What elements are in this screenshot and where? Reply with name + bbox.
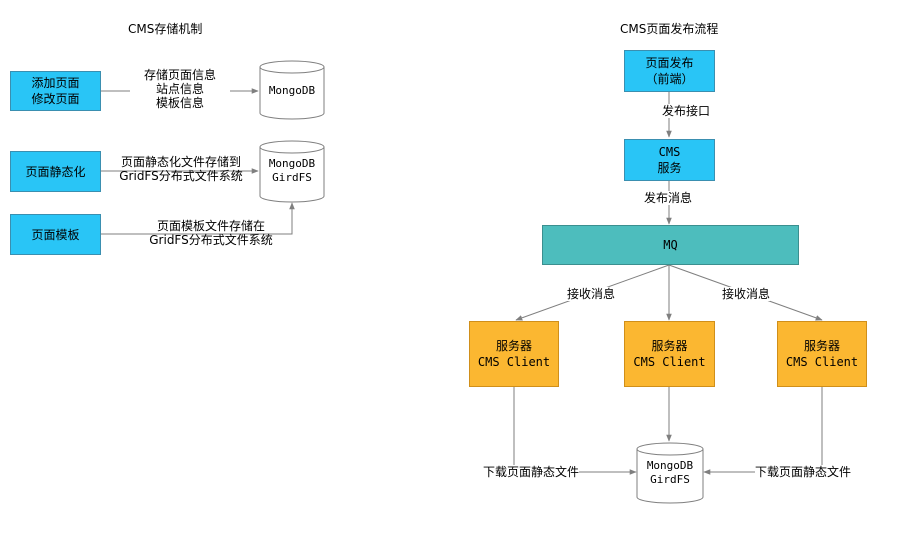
download-label-right: 下载页面静态文件 (755, 465, 852, 479)
arrow-client-right-to-db (703, 387, 823, 475)
gridfs-cylinder-left (259, 140, 325, 203)
store-static-label: 页面静态化文件存储到 GridFS分布式文件系统 (119, 155, 243, 183)
cms-client-box-mid: 服务器 CMS Client (624, 321, 715, 387)
gridfs-label-right: MongoDB GirdFS (646, 459, 694, 486)
mongodb-cylinder (259, 60, 325, 120)
page-template-box: 页面模板 (10, 214, 101, 255)
add-page-label: 添加页面 (31, 76, 80, 90)
gridfs-label-left: MongoDB GirdFS (268, 157, 316, 184)
add-modify-page-box: 添加页面 修改页面 (10, 71, 101, 111)
cms-client-box-left: 服务器 CMS Client (469, 321, 559, 387)
cms-client-box-right: 服务器 CMS Client (777, 321, 867, 387)
page-publish-box: 页面发布 （前端） (624, 50, 715, 92)
store-template-label: 页面模板文件存储在 GridFS分布式文件系统 (149, 219, 273, 247)
gridfs-cylinder-right (636, 442, 704, 504)
receive-msg-label-left: 接收消息 (567, 287, 616, 301)
publish-api-label: 发布接口 (662, 104, 711, 118)
receive-msg-label-right: 接收消息 (722, 287, 771, 301)
modify-page-label: 修改页面 (31, 92, 80, 106)
mongodb-label: MongoDB (268, 84, 316, 97)
left-title: CMS存储机制 (128, 22, 203, 36)
publish-msg-label: 发布消息 (644, 191, 693, 205)
download-label-left: 下载页面静态文件 (483, 465, 580, 479)
mq-box: MQ (542, 225, 799, 265)
cms-service-box: CMS 服务 (624, 139, 715, 181)
store-info-label: 存储页面信息 站点信息 模板信息 (130, 68, 230, 110)
page-static-box: 页面静态化 (10, 151, 101, 192)
arrow-client-left-to-db (513, 387, 637, 475)
right-title: CMS页面发布流程 (620, 22, 719, 36)
arrow-template-to-gridfs (101, 202, 295, 235)
